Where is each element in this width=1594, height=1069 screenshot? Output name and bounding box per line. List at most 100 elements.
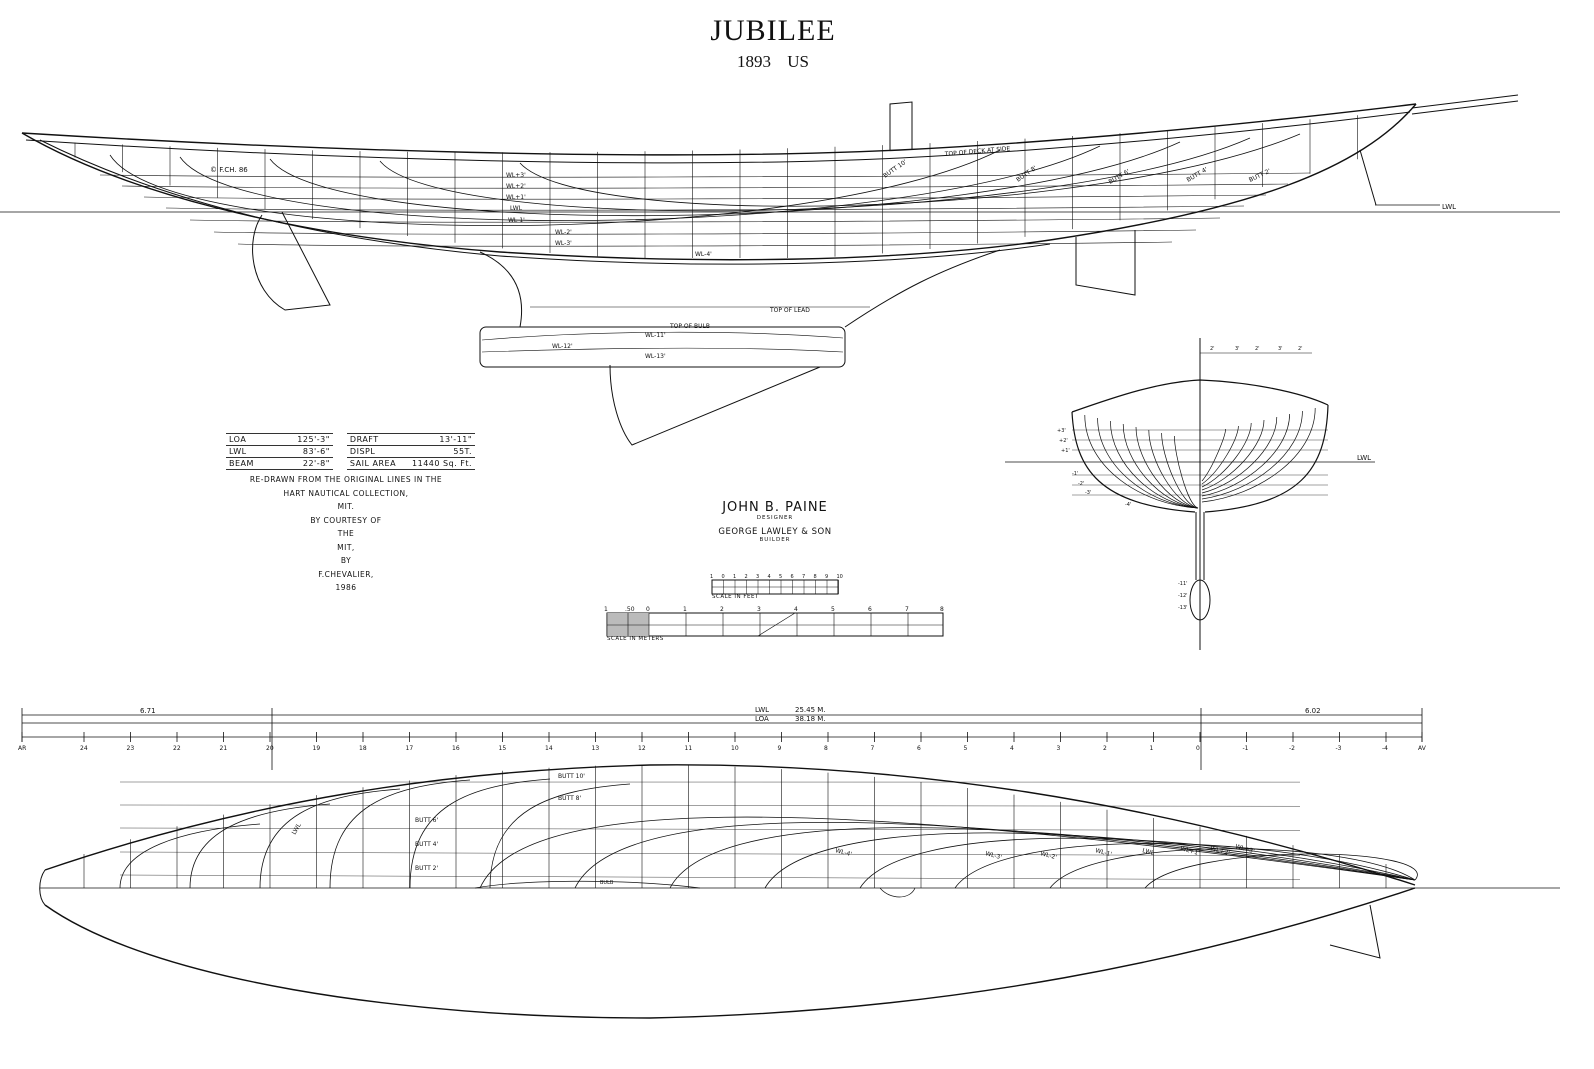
wl-label: WL-2' — [555, 229, 572, 236]
body-section-fwd — [1201, 410, 1303, 500]
body-section-aft — [1148, 429, 1199, 509]
body-section-aft — [1097, 417, 1199, 509]
plan-waterline-curve — [479, 816, 1416, 889]
credit-line: THE — [337, 529, 355, 538]
profile-buttock-line — [109, 149, 1001, 227]
scale-meters-diagonal — [757, 612, 796, 637]
body-section-aft — [1084, 414, 1199, 509]
body-bulb — [1189, 579, 1211, 621]
scale-meters-label: SCALE IN METERS — [607, 636, 664, 642]
body-scale-label: 2' — [1210, 346, 1215, 352]
profile-buttocks — [109, 133, 1301, 227]
builder-name: GEORGE LAWLEY & SON — [718, 527, 832, 537]
body-section-aft — [1161, 432, 1199, 509]
scale-feet-tick-label: 1 — [733, 574, 736, 580]
rabbet-line — [39, 139, 1051, 265]
plan-section-curve — [189, 803, 331, 889]
body-section-aft — [1135, 426, 1199, 509]
plan-waterline-curve — [1144, 853, 1418, 889]
plan-spacer — [45, 870, 1415, 888]
spec-value: 125'-3" — [256, 433, 333, 446]
spec-label: DISPL — [346, 445, 400, 458]
station-label: 24 — [80, 745, 88, 752]
profile-buttock-line — [379, 137, 1251, 212]
plan-wl-label: WL+3' — [1234, 843, 1255, 855]
spec-label: LOA — [226, 433, 257, 446]
top-of-lead-label: TOP OF LEAD — [769, 307, 810, 314]
body-wl-label: -11' — [1178, 581, 1188, 587]
plan-spacer — [45, 870, 1415, 888]
station-label: 5 — [964, 745, 968, 752]
plan-buttock-line — [119, 804, 1301, 807]
plan-section-curve — [489, 783, 631, 889]
plan-bulb-outline — [474, 880, 701, 889]
scale-feet-tick-label: 6 — [791, 574, 794, 580]
plan-butt-label: BUTT 4' — [415, 841, 438, 848]
profile-buttock-line — [179, 145, 1101, 221]
plan-stations — [83, 765, 1387, 888]
spec-label: SAIL AREA — [346, 457, 400, 470]
station-label: 16 — [452, 745, 460, 752]
station-label: 9 — [778, 745, 782, 752]
station-label: 2 — [1103, 745, 1107, 752]
credit-line: F.CHEVALIER, — [318, 569, 374, 579]
scale-meters-tick-label: 8 — [940, 606, 944, 613]
plan-section-curve — [259, 788, 401, 889]
plan-buttock-line — [119, 827, 1301, 831]
bobstay — [1359, 149, 1377, 206]
scale-meters-tick-label: 2 — [720, 606, 724, 613]
plan-waterlines — [45, 778, 1418, 889]
plan-waterline-curve — [954, 843, 1416, 889]
body-wl-label: -4' — [1125, 502, 1131, 508]
copyright-label: © F.CH. 86 — [210, 166, 248, 174]
wl-label: WL-1' — [508, 217, 525, 224]
station-label: 14 — [545, 745, 553, 752]
top-of-bulb-label: TOP OF BULB — [669, 323, 710, 330]
plan-wl-label: WL-4' — [834, 847, 852, 858]
butt-label: BUTT 6' — [1108, 168, 1132, 186]
spec-value: 22'-8" — [256, 457, 333, 470]
scale-feet-tick-label: 9 — [825, 574, 828, 580]
profile-waterline — [213, 229, 1197, 235]
station-label: 22 — [173, 745, 181, 752]
body-wl-label: +3' — [1057, 428, 1066, 434]
station-label: -4 — [1382, 745, 1388, 752]
lwl-dim-value: 25.45 M. — [795, 706, 826, 714]
profile-waterline — [237, 241, 1173, 247]
plan-wl-label: WL-3' — [984, 850, 1002, 861]
spec-gap — [333, 458, 347, 470]
scale-feet-label: SCALE IN FEET — [712, 594, 759, 600]
aft-overhang-value: 6.71 — [140, 707, 156, 715]
scale-meters-tick-label: 6 — [868, 606, 872, 613]
credit-line: BY COURTESY OF — [310, 515, 382, 525]
keel-fin — [479, 249, 1001, 446]
body-sections — [1072, 407, 1328, 509]
wl-label: WL-4' — [695, 251, 712, 258]
body-section-fwd — [1201, 413, 1290, 497]
plan-buttock-line — [119, 851, 1301, 856]
wl-label: WL+1' — [506, 194, 526, 201]
body-section-fwd — [1201, 407, 1316, 503]
plan-waterline-curve — [859, 837, 1416, 889]
station-label: 15 — [499, 745, 507, 752]
half-breadth-plan: BUTT 10' BUTT 8' BUTT 6' BUTT 4' BUTT 2'… — [39, 764, 1560, 1019]
plan-butt-label: BUTT 8' — [558, 795, 581, 802]
profile-waterlines — [99, 172, 1311, 247]
scale-feet-tick-label: 5 — [779, 574, 782, 580]
station-label: AV — [1418, 745, 1427, 752]
wl-label: WL+2' — [506, 183, 526, 190]
rudder — [252, 211, 331, 311]
body-wl-label: +2' — [1059, 438, 1068, 444]
designer-role: DESIGNER — [756, 515, 794, 521]
plan-section-curve — [119, 823, 261, 889]
body-wl-label: -2' — [1078, 481, 1084, 487]
scale-meters-tick-label: 3 — [757, 606, 761, 613]
plan-wl-label: WL+1' — [1179, 845, 1200, 857]
body-scale-label: 2' — [1298, 346, 1303, 352]
wl-label: WL+3' — [506, 172, 526, 179]
lwl-label: LWL — [1442, 203, 1456, 211]
scale-meters-tick-label: .50 — [625, 606, 635, 613]
